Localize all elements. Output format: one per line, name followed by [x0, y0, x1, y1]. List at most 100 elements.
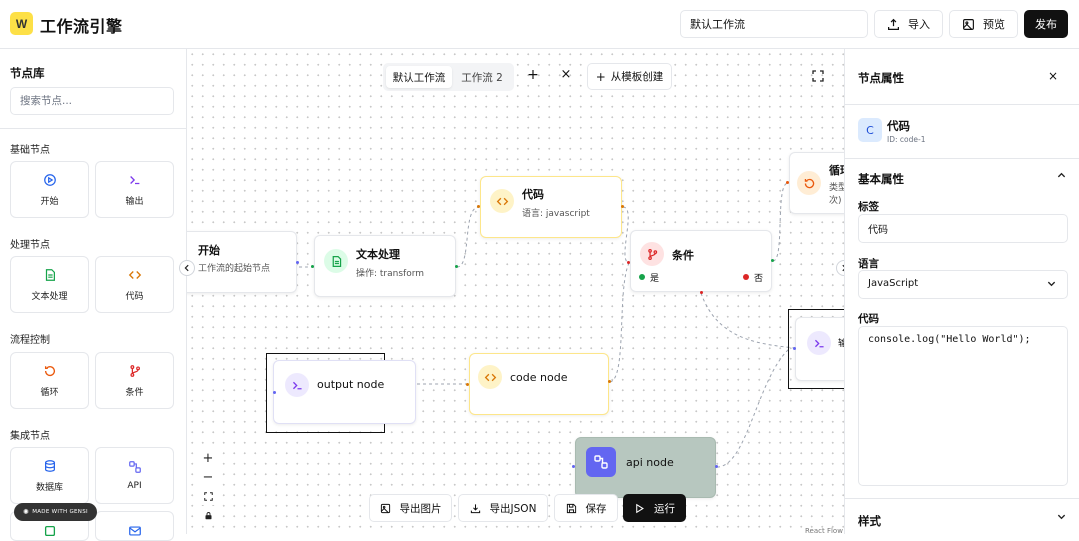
import-label: 导入 — [908, 18, 930, 31]
node-handle[interactable] — [296, 261, 299, 264]
edge-condition-terminal — [700, 292, 796, 349]
lock-button[interactable] — [198, 506, 218, 524]
node-tile-output[interactable]: 输出 — [95, 161, 174, 218]
node-icon-wrap — [285, 373, 309, 397]
run-label: 运行 — [654, 502, 675, 515]
made-with-badge[interactable]: ✺ MADE WITH GENSI — [14, 503, 97, 521]
node-handle[interactable] — [771, 259, 774, 262]
add-tab-button[interactable]: + — [527, 67, 539, 83]
node-tile-database[interactable]: 数据库 — [10, 447, 89, 504]
node-tile-start[interactable]: 开始 — [10, 161, 89, 218]
export-json-button[interactable]: 导出JSON — [458, 494, 548, 522]
loop-icon — [804, 178, 814, 188]
node-handle[interactable] — [311, 265, 314, 268]
node-handle[interactable] — [466, 383, 469, 386]
node-text-processing[interactable]: 文本处理 操作: transform — [314, 235, 456, 297]
node-subtitle: 次) — [829, 196, 842, 206]
badge-logo-icon: ✺ — [23, 508, 30, 516]
tile-label: 数据库 — [35, 482, 63, 493]
node-tile-loop[interactable]: 循环 — [10, 352, 89, 409]
database-icon — [44, 459, 55, 472]
style-section[interactable]: 样式 — [858, 514, 881, 528]
false-dot — [743, 274, 749, 280]
node-icon-wrap — [640, 242, 664, 266]
node-search-input[interactable] — [10, 87, 174, 115]
code-field-label: 代码 — [858, 313, 879, 325]
node-terminal[interactable]: 输 — [795, 317, 844, 381]
collapse-sidebar-button[interactable] — [179, 260, 195, 276]
node-tile-api[interactable]: API — [95, 447, 174, 504]
node-handle[interactable] — [627, 261, 630, 264]
tab-default-workflow[interactable]: 默认工作流 — [386, 66, 452, 88]
node-tile-email[interactable] — [95, 511, 174, 541]
made-with-label: MADE WITH GENSI — [32, 509, 88, 515]
node-api[interactable]: api node — [575, 437, 716, 498]
import-button[interactable]: 导入 — [874, 10, 943, 38]
preview-button[interactable]: 预览 — [949, 10, 1018, 38]
workflow-canvas[interactable]: 默认工作流 工作流 2 + × + 从模板创建 开始 工作流的起始节点 文本处理… — [187, 49, 844, 534]
node-title: 条件 — [672, 249, 694, 262]
basic-properties-section[interactable]: 基本属性 — [858, 172, 904, 186]
workflow-name-input[interactable] — [680, 10, 868, 38]
node-title: 循环 — [829, 164, 844, 177]
node-tile-text-processing[interactable]: 文本处理 — [10, 256, 89, 313]
chevron-up-icon[interactable] — [1057, 171, 1066, 180]
node-handle[interactable] — [700, 291, 703, 294]
tile-label: 开始 — [40, 196, 59, 207]
node-handle[interactable] — [572, 465, 575, 468]
label-input[interactable] — [858, 214, 1068, 243]
label-field-label: 标签 — [858, 201, 879, 213]
divider — [845, 158, 1079, 159]
app-header: W 工作流引擎 导入 预览 发布 — [0, 0, 1079, 49]
node-handle[interactable] — [273, 391, 276, 394]
node-condition[interactable]: 条件 是 否 — [630, 230, 772, 292]
save-label: 保存 — [585, 502, 607, 515]
close-tab-button[interactable]: × — [560, 67, 572, 82]
edge-codenode-condition — [609, 262, 630, 383]
true-label: 是 — [650, 274, 660, 284]
run-button[interactable]: 运行 — [623, 494, 686, 522]
node-handle[interactable] — [715, 465, 718, 468]
zoom-in-button[interactable]: + — [198, 449, 218, 467]
image-icon — [380, 503, 390, 513]
mail-icon — [128, 526, 141, 536]
node-tile-condition[interactable]: 条件 — [95, 352, 174, 409]
node-handle[interactable] — [608, 380, 611, 383]
create-from-template-button[interactable]: + 从模板创建 — [587, 63, 672, 90]
node-handle[interactable] — [477, 205, 480, 208]
chevron-down-icon — [1047, 281, 1056, 287]
node-code[interactable]: 代码 语言: javascript — [480, 176, 622, 238]
react-flow-attribution[interactable]: React Flow — [805, 527, 843, 535]
node-icon-wrap — [324, 249, 348, 273]
node-handle[interactable] — [793, 347, 796, 350]
code-icon — [484, 373, 496, 381]
terminal-icon — [814, 339, 824, 347]
save-button[interactable]: 保存 — [554, 494, 618, 522]
code-editor[interactable]: console.log("Hello World"); — [858, 326, 1068, 486]
panel-title: 节点属性 — [858, 71, 904, 85]
close-panel-icon[interactable]: × — [1048, 69, 1059, 83]
node-start[interactable]: 开始 工作流的起始节点 — [187, 231, 297, 293]
publish-button[interactable]: 发布 — [1024, 10, 1068, 38]
tile-label: 循环 — [40, 387, 59, 398]
node-handle[interactable] — [455, 265, 458, 268]
zoom-out-button[interactable]: − — [198, 468, 218, 486]
loop-icon — [44, 365, 55, 376]
chevron-down-icon[interactable] — [1057, 512, 1066, 521]
node-tile-code[interactable]: 代码 — [95, 256, 174, 313]
node-title: 代码 — [522, 188, 544, 201]
node-handle[interactable] — [786, 181, 789, 184]
fullscreen-icon[interactable] — [812, 70, 824, 82]
node-handle[interactable] — [621, 205, 624, 208]
node-icon-wrap — [586, 447, 616, 477]
language-select[interactable]: JavaScript — [858, 270, 1068, 299]
node-output[interactable]: output node — [273, 360, 416, 424]
node-code-node[interactable]: code node — [469, 353, 609, 415]
export-image-button[interactable]: 导出图片 — [369, 494, 452, 522]
tile-label: 文本处理 — [31, 291, 68, 302]
node-loop[interactable]: 循环 类型 次) — [789, 152, 844, 214]
tile-label: 条件 — [125, 387, 144, 398]
fit-view-button[interactable] — [198, 487, 218, 505]
node-subtitle: 语言: javascript — [522, 209, 590, 219]
tab-workflow-2[interactable]: 工作流 2 — [461, 71, 503, 84]
